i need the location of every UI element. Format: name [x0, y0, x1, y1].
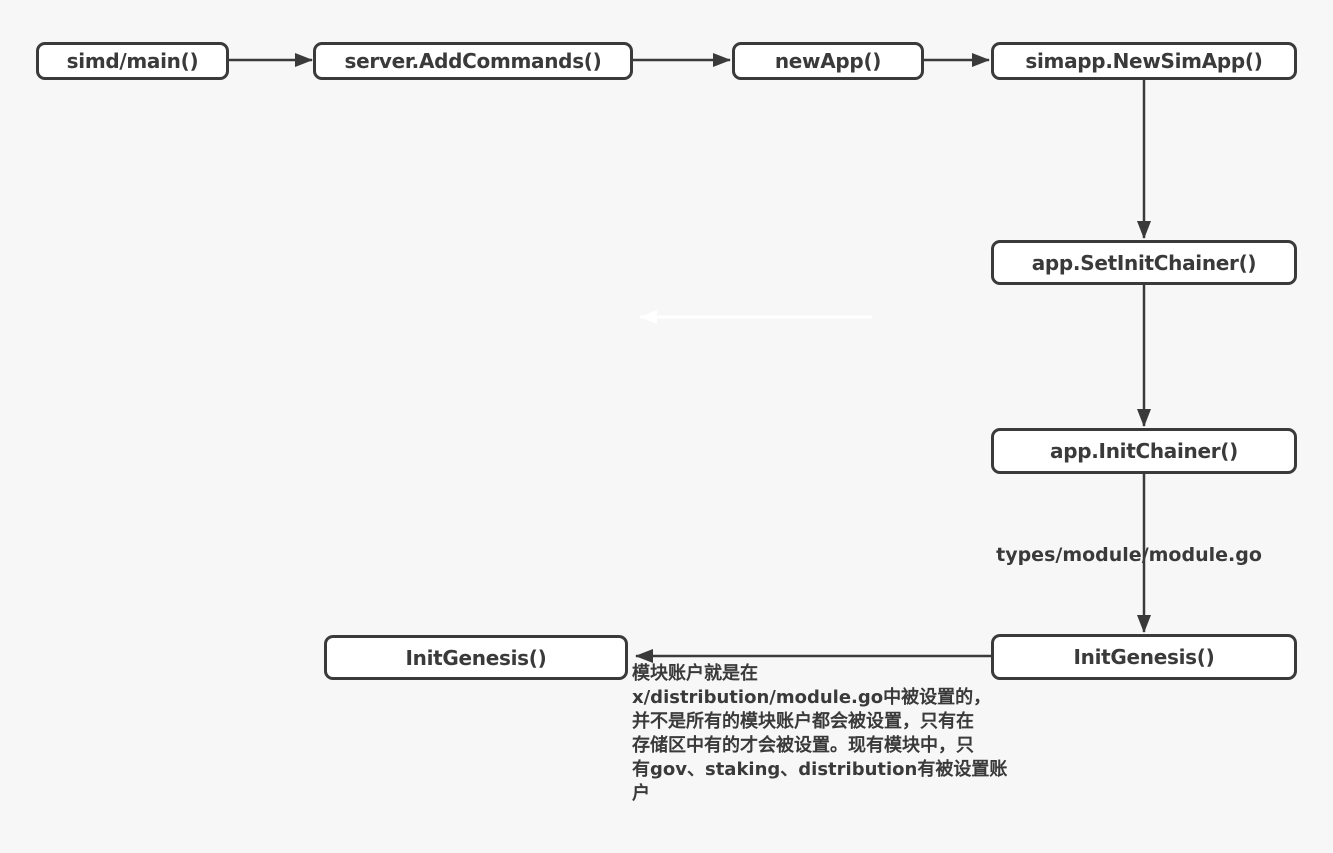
node-app-init-chainer: app.InitChainer() — [991, 428, 1297, 474]
node-app-set-init-chainer-label: app.SetInitChainer() — [1031, 250, 1257, 275]
node-new-app: newApp() — [732, 42, 924, 80]
node-app-init-chainer-label: app.InitChainer() — [1050, 439, 1238, 463]
node-server-add-commands-label: server.AddCommands() — [344, 49, 602, 73]
edge-label-module-path: types/module/module.go — [996, 544, 1262, 566]
node-simd-main-label: simd/main() — [66, 49, 199, 73]
node-init-genesis-left-label: InitGenesis() — [405, 645, 547, 670]
node-simapp-new-sim-app: simapp.NewSimApp() — [991, 42, 1297, 80]
node-new-app-label: newApp() — [774, 49, 882, 73]
node-init-genesis-right-label: InitGenesis() — [1073, 645, 1215, 669]
node-app-set-init-chainer: app.SetInitChainer() — [991, 240, 1297, 285]
node-init-genesis-right: InitGenesis() — [991, 634, 1297, 680]
node-server-add-commands: server.AddCommands() — [313, 42, 633, 80]
node-simd-main: simd/main() — [36, 42, 229, 80]
annotation-module-accounts: 模块账户就是在 x/distribution/module.go中被设置的， 并… — [632, 663, 1008, 804]
node-init-genesis-left: InitGenesis() — [324, 635, 628, 680]
node-simapp-new-sim-app-label: simapp.NewSimApp() — [1025, 49, 1263, 73]
